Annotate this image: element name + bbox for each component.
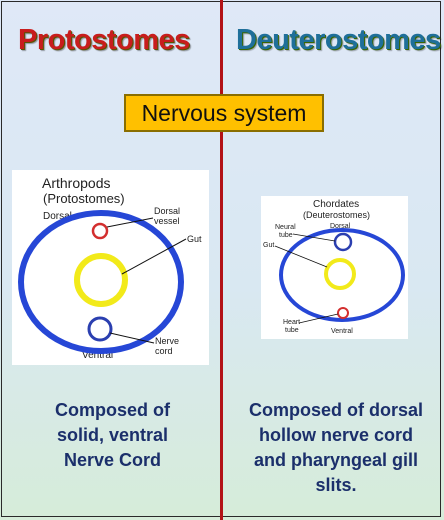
dorsal-vessel-label-line1: Dorsal [154, 206, 180, 216]
chordate-diagram: Chordates (Deuterostomes) Neural tube Do… [261, 196, 408, 339]
chordate-gut-ring [324, 258, 356, 290]
arthropod-diagram: Arthropods (Protostomes) Dorsal Dorsal v… [12, 170, 209, 365]
nerve-cord-label-line2: cord [155, 346, 173, 356]
neural-tube-ring [333, 232, 353, 252]
chordate-cross-section: Chordates (Deuterostomes) Neural tube Do… [263, 199, 405, 335]
arthropod-title: Arthropods [42, 175, 110, 191]
protostome-description-line: Composed of [55, 400, 170, 420]
deuterostomes-heading: Deuterostomes [236, 24, 441, 56]
chordate-gut-label: Gut [263, 242, 274, 249]
arthropod-cross-section: Arthropods (Protostomes) Dorsal Dorsal v… [18, 175, 202, 361]
nervous-system-banner: Nervous system [124, 94, 324, 132]
arthropod-gut-ring [74, 253, 128, 307]
dorsal-vessel-ring [91, 222, 109, 240]
heart-tube-leader-line [298, 313, 339, 324]
chordate-title: Chordates [313, 199, 359, 210]
protostomes-heading: Protostomes [18, 24, 190, 56]
deuterostome-description: Composed of dorsal hollow nerve cord and… [232, 398, 440, 498]
arthropod-dorsal-label: Dorsal [43, 211, 72, 222]
arthropod-subtitle: (Protostomes) [43, 191, 125, 206]
protostome-description-line: Nerve Cord [63, 450, 162, 470]
chordate-body-wall [279, 228, 405, 322]
neural-tube-label-line2: tube [279, 232, 293, 239]
chordate-ventral-label: Ventral [331, 328, 353, 335]
arthropod-ventral-label: Ventral [82, 350, 113, 361]
heart-tube-label-line2: tube [285, 327, 299, 334]
gut-leader-line [121, 238, 187, 275]
heart-tube-label-line1: Heart [283, 319, 300, 326]
protostome-description: Composed of solid, ventral Nerve Cord [30, 398, 195, 473]
column-divider [220, 0, 223, 520]
chordate-subtitle: (Deuterostomes) [303, 210, 370, 220]
deuterostome-description-line: hollow nerve cord [258, 425, 414, 445]
nerve-cord-label-line1: Nerve [155, 336, 179, 346]
dorsal-vessel-label-line2: vessel [154, 216, 180, 226]
chordate-dorsal-label: Dorsal [330, 223, 351, 230]
arthropod-gut-label: Gut [187, 234, 202, 244]
heart-tube-ring [337, 307, 349, 319]
protostome-description-line: solid, ventral [56, 425, 169, 445]
nerve-cord-leader-line [109, 332, 155, 344]
deuterostome-description-line: and pharyngeal gill [253, 450, 419, 470]
ventral-nerve-cord-ring [87, 316, 113, 342]
deuterostome-description-line: slits. [315, 475, 357, 495]
dorsal-vessel-leader-line [106, 217, 154, 228]
neural-tube-label-line1: Neural [275, 224, 296, 231]
arthropod-body-wall [18, 210, 184, 354]
neural-tube-leader-line [292, 233, 336, 242]
chordate-gut-leader-line [274, 245, 328, 268]
deuterostome-description-line: Composed of dorsal [248, 400, 423, 420]
